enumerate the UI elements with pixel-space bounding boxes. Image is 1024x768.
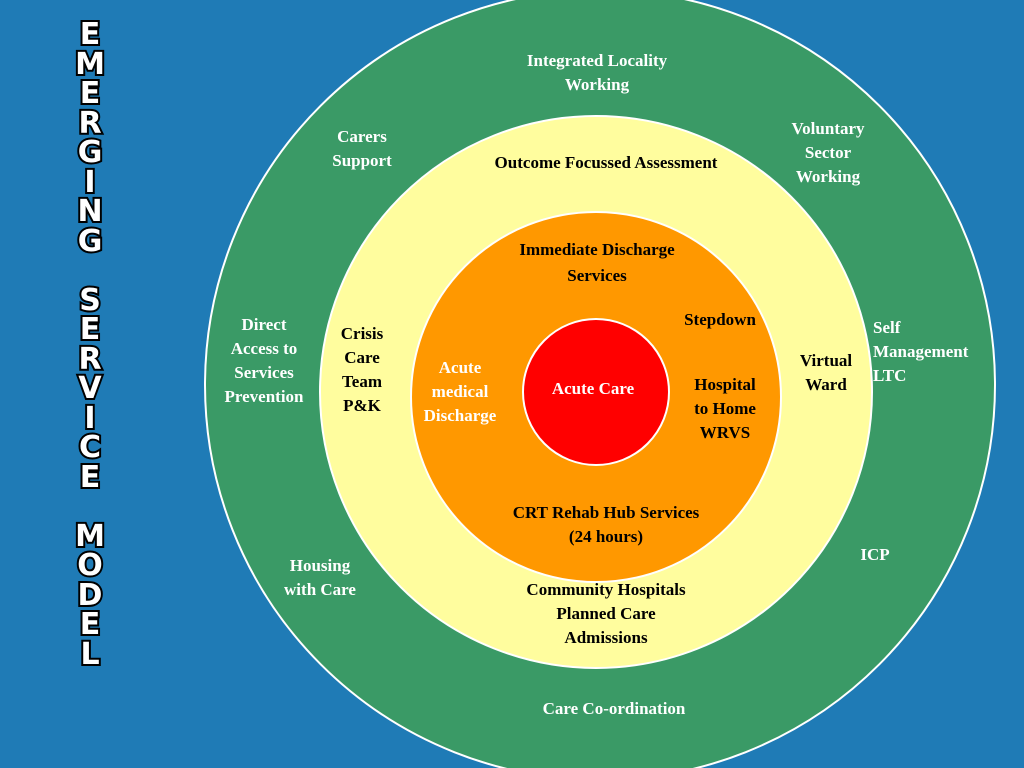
label-line: Stepdown: [684, 310, 756, 329]
label-carers-support: Carers Support: [332, 125, 392, 173]
label-care-coordination: Care Co-ordination: [543, 697, 686, 721]
title-letter: I: [82, 400, 97, 436]
title-letter: E: [78, 312, 103, 347]
label-line: Housing: [289, 556, 351, 575]
label-line: Sector: [804, 143, 852, 162]
title-letter: [55, 492, 125, 522]
label-housing-with-care: Housing with Care: [284, 554, 356, 602]
label-line: P&K: [343, 396, 381, 415]
title-letter: E: [78, 607, 103, 642]
label-line: Admissions: [564, 628, 648, 647]
title-letter: G: [76, 135, 105, 170]
label-line: Crisis: [340, 324, 384, 343]
label-hospital-to-home: Hospital to Home WRVS: [694, 373, 756, 445]
label-line: Virtual: [799, 351, 853, 370]
label-stepdown: Stepdown: [684, 308, 756, 332]
label-acute-medical-discharge: Acute medical Discharge: [424, 356, 497, 428]
label-self-management: Self Management LTC: [873, 316, 968, 388]
title-letter: L: [78, 636, 101, 672]
core-circle: [522, 318, 670, 466]
label-line: Community Hospitals: [526, 580, 686, 599]
title-letter: C: [77, 430, 103, 465]
label-line: Services: [234, 363, 294, 382]
label-community-hospitals: Community Hospitals Planned Care Admissi…: [526, 578, 685, 650]
label-immediate-discharge: Immediate Discharge Services: [519, 237, 674, 289]
label-line: Services: [567, 266, 627, 285]
label-line: Prevention: [224, 387, 304, 406]
label-line: Working: [795, 167, 861, 186]
label-crt-rehab-hub: CRT Rehab Hub Services (24 hours): [513, 501, 700, 549]
title-letter: O: [75, 548, 105, 583]
title-letter: M: [73, 46, 107, 82]
label-line: Self: [873, 318, 901, 337]
label-line: to Home: [694, 399, 756, 418]
title-letter: R: [76, 341, 103, 377]
title-letter: [55, 256, 125, 286]
label-line: medical: [431, 382, 489, 401]
label-line: WRVS: [699, 423, 751, 442]
label-line: Acute: [438, 358, 482, 377]
title-letter: E: [78, 459, 103, 495]
label-line: Support: [332, 151, 392, 170]
title-letter: N: [75, 194, 104, 229]
label-line: Voluntary: [791, 119, 865, 138]
title-letter: E: [78, 17, 103, 52]
label-line: Care Co-ordination: [542, 699, 686, 718]
title-letter: G: [76, 223, 105, 259]
label-line: Hospital: [694, 375, 756, 394]
core-label-text: Acute Care: [551, 379, 635, 398]
label-integrated-locality: Integrated Locality Working: [527, 49, 667, 97]
title-letter: I: [82, 164, 97, 200]
label-line: Management: [873, 342, 969, 361]
label-line: (24 hours): [568, 527, 644, 546]
label-line: Discharge: [423, 406, 497, 425]
label-icp: ICP: [860, 543, 889, 567]
label-line: Planned Care: [556, 604, 656, 623]
label-line: Carers: [337, 127, 387, 146]
title-letter: E: [78, 76, 103, 111]
title-letter: V: [76, 371, 103, 406]
label-line: Immediate Discharge: [519, 240, 675, 259]
title-letter: D: [76, 577, 105, 613]
title-letter: S: [77, 282, 103, 318]
label-line: ICP: [860, 545, 890, 564]
label-line: Care: [344, 348, 380, 367]
label-line: Direct: [241, 315, 287, 334]
label-line: Integrated Locality: [526, 51, 668, 70]
label-line: Team: [342, 372, 382, 391]
label-crisis-care-team: Crisis Care Team P&K: [341, 322, 384, 418]
label-line: Outcome Focussed Assessment: [494, 153, 718, 172]
label-line: with Care: [284, 580, 356, 599]
core-label: Acute Care: [552, 377, 634, 401]
label-voluntary-sector: Voluntary Sector Working: [791, 117, 864, 189]
label-virtual-ward: Virtual Ward: [800, 349, 852, 397]
label-line: Ward: [805, 375, 847, 394]
label-direct-access: Direct Access to Services Prevention: [224, 313, 303, 409]
label-line: Access to: [230, 339, 298, 358]
label-line: CRT Rehab Hub Services: [512, 503, 700, 522]
label-line: LTC: [873, 366, 907, 385]
label-line: Working: [564, 75, 630, 94]
title-letter: R: [76, 105, 103, 141]
title-letter: M: [73, 518, 107, 554]
label-outcome-focussed-assessment: Outcome Focussed Assessment: [495, 151, 718, 175]
